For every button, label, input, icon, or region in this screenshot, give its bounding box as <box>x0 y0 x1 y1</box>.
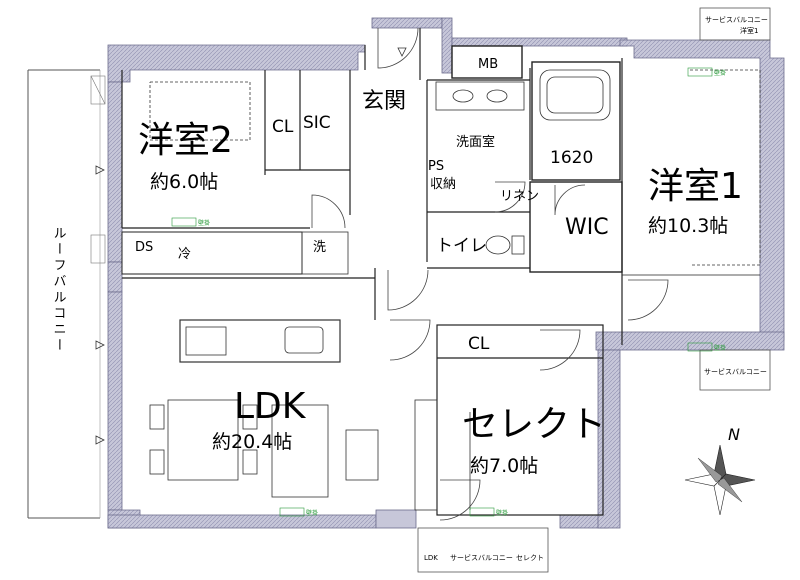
wic-label: WIC <box>565 215 609 240</box>
wall-tags <box>171 67 713 517</box>
linen-label: リネン <box>500 189 539 204</box>
doors <box>311 27 669 521</box>
ps-label: PS <box>428 159 444 174</box>
compass-icon <box>684 444 756 516</box>
service-balcony-bottom-select: セレクト <box>516 554 544 562</box>
ldk-area: 約20.4帖 <box>212 431 292 453</box>
roof-balcony <box>27 69 106 519</box>
service-balcony-bottom-ldk: LDK <box>424 554 438 562</box>
compass-north-label: N <box>728 425 740 444</box>
sic-label: SIC <box>303 113 331 133</box>
select-area: 約7.0帖 <box>470 455 538 477</box>
wall-tag-4: 壁掛 <box>306 509 318 517</box>
service-balcony-top-label: サービスバルコニー <box>705 15 768 24</box>
ldk-name: LDK <box>234 386 307 427</box>
service-balcony-bottom-label: サービスバルコニー <box>450 553 513 562</box>
entrance-label: 玄関 <box>362 89 406 114</box>
fridge-label: 冷 <box>178 247 191 262</box>
storage-label: 収納 <box>430 177 456 192</box>
bedroom2-area: 約6.0帖 <box>150 171 218 193</box>
service-balcony-right <box>699 349 771 391</box>
select-name: セレクト <box>462 404 606 445</box>
wall-tag-1: 壁掛 <box>198 219 210 227</box>
cl-select-label: CL <box>468 334 490 354</box>
service-balcony-bottom <box>417 527 549 573</box>
bath-label: 1620 <box>550 148 593 168</box>
service-balcony-top-room: 洋室1 <box>740 26 758 35</box>
washer-label: 洗 <box>313 240 326 255</box>
washroom-label: 洗面室 <box>456 134 495 150</box>
service-balcony-top <box>699 7 771 41</box>
wall-tag-3: 壁掛 <box>714 344 726 352</box>
service-balcony-right-label: サービスバルコニー <box>704 367 767 376</box>
roof-balcony-label: ルーフバルコニー <box>51 226 67 354</box>
cl-left-label: CL <box>272 117 294 137</box>
exterior-walls <box>107 17 785 529</box>
wall-tag-5: 壁掛 <box>496 509 508 517</box>
bedroom2-name: 洋室2 <box>138 120 233 161</box>
fixtures <box>149 69 761 511</box>
wall-tag-2: 壁掛 <box>714 69 726 77</box>
bedroom1-area: 約10.3帖 <box>648 215 728 237</box>
wall-markers <box>95 47 407 445</box>
interior-walls <box>121 28 760 516</box>
bedroom1-name: 洋室1 <box>648 166 743 207</box>
mb-label: MB <box>478 57 498 72</box>
ds-label: DS <box>135 240 153 255</box>
toilet-label: トイレ <box>436 236 487 256</box>
